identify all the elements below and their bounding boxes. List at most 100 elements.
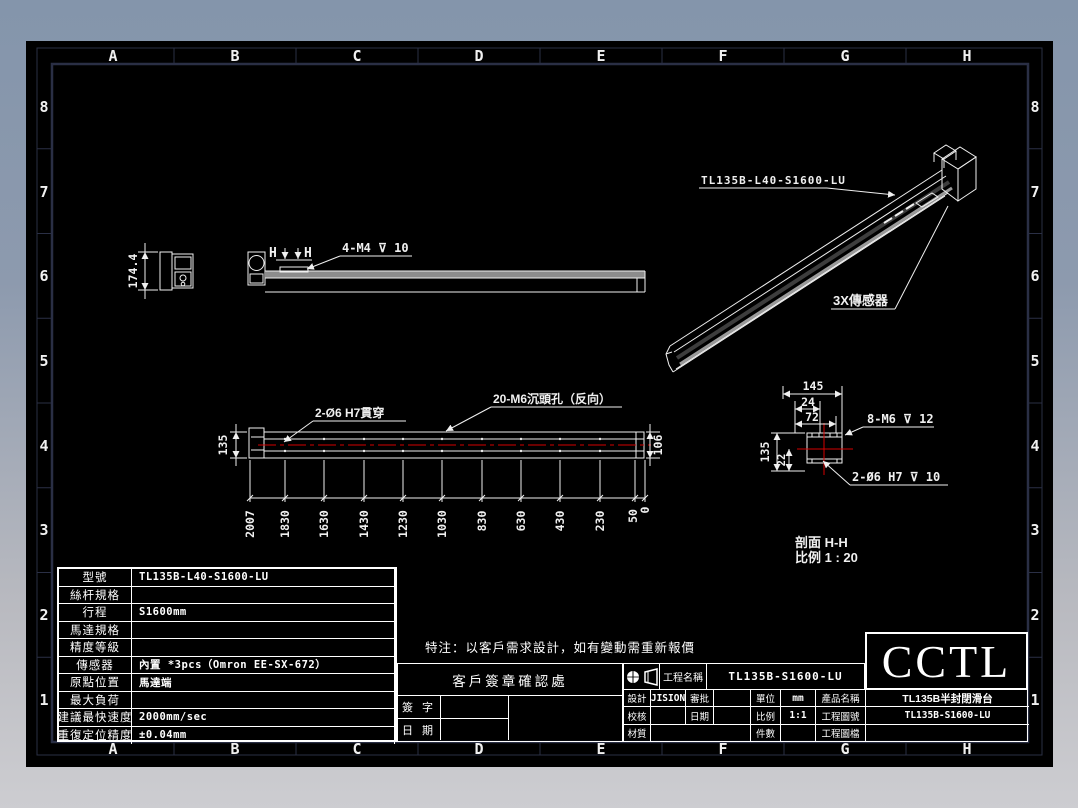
zone-letter-bottom-a: A <box>108 740 117 758</box>
spec-value <box>132 586 395 604</box>
iso-annotations: TL135B-L40-S1600-LU 3X傳感器 <box>699 174 949 310</box>
station-dim-630: 630 <box>514 511 528 532</box>
plan-through-hole-label: 2-Ø6 H7貫穿 <box>315 405 384 420</box>
plan-view-annotations: 2-Ø6 H7貫穿 20-M6沉頭孔（反向） 135 106 2007 1830… <box>216 391 665 538</box>
signoff-title: 客戶簽章確認處 <box>398 664 622 696</box>
spec-value <box>132 691 395 709</box>
drawing-linework: A B C D E F G H A B C D E F G H 8 7 6 5 … <box>36 47 1043 758</box>
plan-view <box>230 424 660 502</box>
plan-end-width-dim: 106 <box>651 435 665 456</box>
design-note: 特注：以客戶需求設計，如有變動需重新報價 <box>425 641 696 655</box>
product-name-label: 產品名稱 <box>816 690 866 708</box>
signoff-date-value <box>441 719 509 740</box>
zone-number-left-2: 2 <box>39 606 48 624</box>
zone-letter-bottom-d: D <box>474 740 483 758</box>
zone-letter-bottom-b: B <box>230 740 239 758</box>
zone-number-right-3: 3 <box>1030 521 1039 539</box>
spec-label: 絲杆規格 <box>59 586 132 604</box>
customer-signoff-box: 客戶簽章確認處 簽 字 日 期 <box>397 663 623 742</box>
section-dim-145: 145 <box>803 379 824 393</box>
dim-height-174-4: 174.4 <box>126 254 140 289</box>
station-dim-1630: 1630 <box>317 510 331 538</box>
drawing-file-label: 工程圖檔 <box>816 724 866 742</box>
material-label: 材質 <box>624 724 651 742</box>
spec-label: 馬達規格 <box>59 621 132 639</box>
approve-label: 審批 <box>686 690 714 708</box>
product-name-value: TL135B半封閉滑台 <box>866 690 1029 708</box>
zone-number-left-5: 5 <box>39 352 48 370</box>
design-label: 設計 <box>624 690 651 708</box>
zone-letter-top-g: G <box>840 47 849 65</box>
project-name-label: 工程名稱 <box>660 664 707 689</box>
spec-label: 型號 <box>59 569 132 587</box>
side-view <box>247 248 646 293</box>
drawing-sheet: A B C D E F G H A B C D E F G H 8 7 6 5 … <box>26 41 1053 767</box>
section-view <box>771 386 853 475</box>
station-dim-0: 0 <box>638 506 652 513</box>
section-mark-h-left: H <box>269 246 277 261</box>
spec-value <box>132 639 395 657</box>
scale-label: 比例 <box>751 707 781 725</box>
spec-label: 最大負荷 <box>59 691 132 709</box>
section-tap-label: 8-M6 ⊽ 12 <box>867 412 934 426</box>
signoff-stamp-area <box>509 696 622 740</box>
unit-label: 單位 <box>751 690 781 708</box>
zone-number-left-8: 8 <box>39 98 48 116</box>
zone-letter-top-e: E <box>596 47 605 65</box>
zone-letter-bottom-c: C <box>352 740 361 758</box>
side-view-annotations: H H 4-M4 ⊽ 10 <box>269 241 412 270</box>
title-block-grid: 設計 JISION 審批 單位 mm 產品名稱 TL135B半封閉滑台 校核 日… <box>623 690 1029 742</box>
zone-number-right-1: 1 <box>1030 691 1039 709</box>
zone-letter-bottom-e: E <box>596 740 605 758</box>
spec-value: TL135B-L40-S1600-LU <box>132 569 395 587</box>
spec-label: 重復定位精度 <box>59 726 132 744</box>
title-block-project-row: 工程名稱 TL135B-S1600-LU <box>623 663 865 690</box>
section-caption-scale: 比例 1 : 20 <box>795 550 858 565</box>
spec-label: 原點位置 <box>59 674 132 692</box>
zone-number-left-4: 4 <box>39 437 48 455</box>
zone-number-right-8: 8 <box>1030 98 1039 116</box>
section-mark-h-right: H <box>304 246 312 261</box>
zone-number-right-6: 6 <box>1030 267 1039 285</box>
spec-label: 建議最快速度 <box>59 709 132 727</box>
spec-value <box>132 621 395 639</box>
station-dim-830: 830 <box>475 511 489 532</box>
title-block: 工程名稱 TL135B-S1600-LU CCTL 設計 JISION 審批 單… <box>623 632 1029 742</box>
plan-width-dim: 135 <box>216 435 230 456</box>
iso-part-label: TL135B-L40-S1600-LU <box>701 174 846 187</box>
plan-counterbore-label: 20-M6沉頭孔（反向） <box>493 391 611 406</box>
zone-letter-top-c: C <box>352 47 361 65</box>
spec-value: S1600mm <box>132 604 395 622</box>
spec-label: 行程 <box>59 604 132 622</box>
signoff-date-label: 日 期 <box>398 719 441 740</box>
station-dim-2007: 2007 <box>243 510 257 538</box>
station-dim-1030: 1030 <box>435 510 449 538</box>
zone-number-right-2: 2 <box>1030 606 1039 624</box>
section-dim-22: 22 <box>776 454 788 467</box>
unit-value: mm <box>781 690 816 708</box>
section-dim-72: 72 <box>805 410 819 424</box>
zone-letter-top-b: B <box>230 47 239 65</box>
zone-letter-top-a: A <box>108 47 117 65</box>
iso-sensor-label: 3X傳感器 <box>833 293 889 308</box>
date-value <box>714 707 751 725</box>
zone-number-left-7: 7 <box>39 183 48 201</box>
station-dim-230: 230 <box>593 511 607 532</box>
zone-number-left-1: 1 <box>39 691 48 709</box>
drawing-file-value <box>866 725 1029 742</box>
station-dim-1430: 1430 <box>357 510 371 538</box>
end-view <box>138 243 194 299</box>
zone-letter-bottom-f: F <box>718 740 727 758</box>
station-dim-50: 50 <box>626 509 640 523</box>
drawing-no-value: TL135B-S1600-LU <box>866 707 1029 725</box>
scale-value: 1:1 <box>781 707 816 725</box>
check-label: 校核 <box>624 707 651 725</box>
qty-value <box>781 724 816 742</box>
zone-letter-top-h: H <box>962 47 971 65</box>
zone-border-frame <box>36 47 1043 756</box>
section-dim-24: 24 <box>801 395 815 409</box>
zone-letter-bottom-g: G <box>840 740 849 758</box>
station-dim-1230: 1230 <box>396 510 410 538</box>
